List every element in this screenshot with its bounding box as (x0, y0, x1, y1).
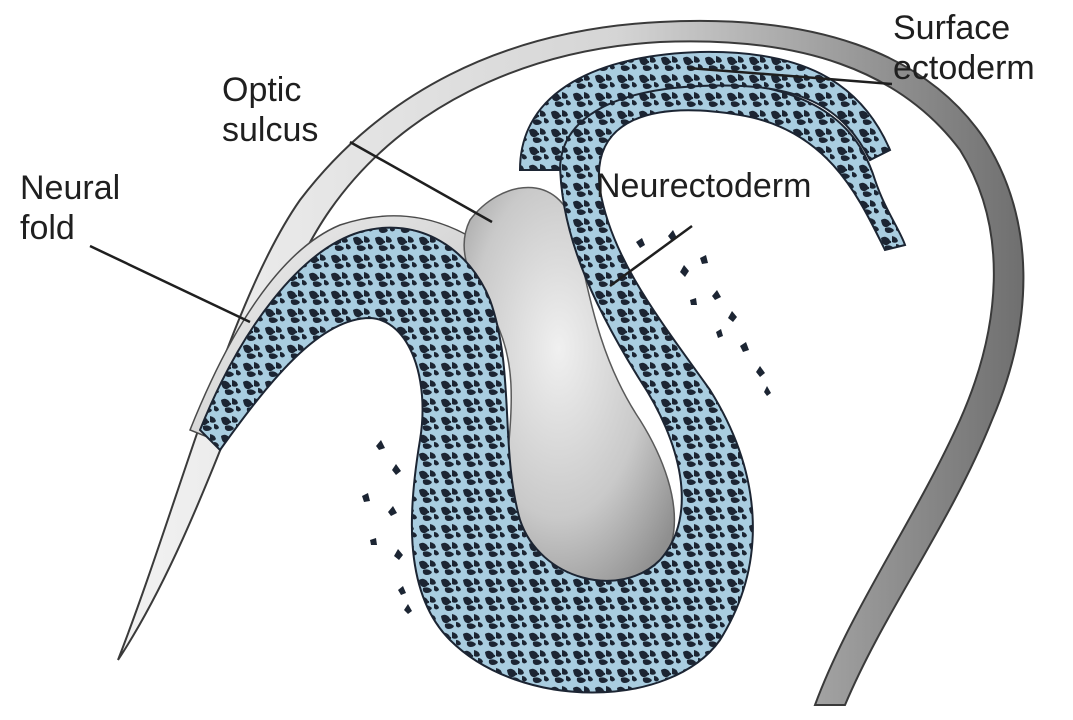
label-optic-sulcus-line2: sulcus (222, 110, 318, 150)
label-optic-sulcus-line1: Optic (222, 70, 318, 110)
label-neural-fold-line2: fold (20, 208, 120, 248)
label-neurectoderm: Neurectoderm (596, 166, 811, 206)
label-neural-fold: Neural fold (20, 168, 120, 248)
label-surface-ectoderm-line1: Surface (893, 8, 1035, 48)
label-neural-fold-line1: Neural (20, 168, 120, 208)
label-surface-ectoderm: Surface ectoderm (893, 8, 1035, 88)
mesenchyme-cells-left (362, 440, 412, 614)
leader-optic-sulcus (350, 142, 492, 222)
label-neurectoderm-text: Neurectoderm (596, 166, 811, 206)
label-surface-ectoderm-line2: ectoderm (893, 48, 1035, 88)
label-optic-sulcus: Optic sulcus (222, 70, 318, 150)
leader-neural-fold (90, 246, 250, 322)
